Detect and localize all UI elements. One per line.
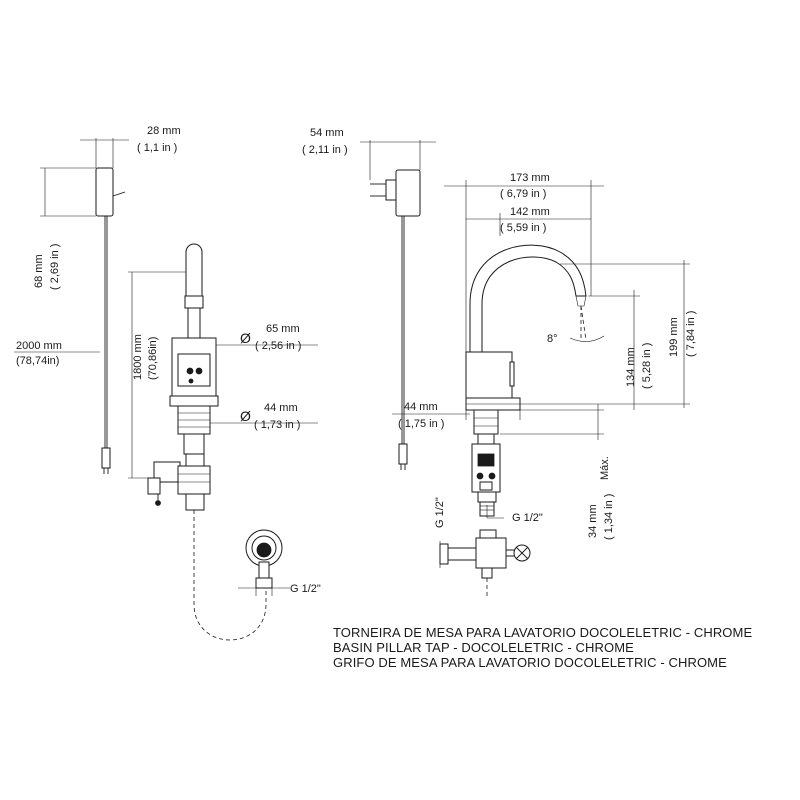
body-diameter-dimension: Ø 65 mm ( 2,56 in ) xyxy=(216,323,318,352)
faucet-side-view xyxy=(465,244,587,517)
base-diameter-dimension: Ø 44 mm ( 1,73 in ) xyxy=(210,402,318,431)
caption-spanish: GRIFO DE MESA PARA LAVATORIO DOCOLELETRI… xyxy=(333,655,727,670)
sensor-width-mm: 28 mm xyxy=(147,125,181,137)
thread-side-label: G 1/2" xyxy=(290,583,321,595)
caption-portuguese: TORNEIRA DE MESA PARA LAVATORIO DOCOLELE… xyxy=(333,625,753,640)
sensor-height-in: ( 2,69 in ) xyxy=(49,244,61,290)
tube-length-mm: 1800 mm xyxy=(132,334,144,380)
tube-length-dimension: 1800 mm (70,86in) xyxy=(128,271,186,479)
max-deck-label: Máx. xyxy=(599,456,611,480)
cable-length-dimension: 2000 mm (78,74in) xyxy=(14,340,100,367)
outlet-height-mm: 134 mm xyxy=(625,347,637,387)
spout-angle-dimension: 8° xyxy=(547,305,605,345)
overall-reach-dimension: 173 mm ( 6,79 in ) xyxy=(444,172,604,352)
spout-angle-label: 8° xyxy=(547,333,558,345)
product-caption: TORNEIRA DE MESA PARA LAVATORIO DOCOLELE… xyxy=(333,625,752,670)
overall-reach-in: ( 6,79 in ) xyxy=(500,188,546,200)
max-deck-in: ( 1,34 in ) xyxy=(603,494,615,540)
max-deck-mm: 34 mm xyxy=(587,504,599,538)
overall-height-in: ( 7,84 in ) xyxy=(685,311,697,357)
hose-and-angle-valve: G 1/2" xyxy=(193,510,321,641)
faucet-front-view xyxy=(147,243,219,511)
adapter-width-in: ( 2,11 in ) xyxy=(302,144,348,156)
outlet-height-in: ( 5,28 in ) xyxy=(641,343,653,389)
spout-reach-mm: 142 mm xyxy=(510,206,550,218)
overall-height-mm: 199 mm xyxy=(668,317,680,357)
base-width-mm: 44 mm xyxy=(404,401,438,413)
sensor-width-dimension: 28 mm ( 1,1 in ) xyxy=(80,125,181,168)
tube-length-in: (70,86in) xyxy=(147,337,159,380)
base-diameter-in: ( 1,73 in ) xyxy=(254,419,300,431)
sensor-height-dimension: 68 mm ( 2,69 in ) xyxy=(33,167,96,290)
cable-length-in: (78,74in) xyxy=(16,355,59,367)
base-diameter-mm: 44 mm xyxy=(264,402,298,414)
side-angle-valve xyxy=(439,529,531,596)
sensor-height-mm: 68 mm xyxy=(33,254,45,288)
adapter-width-dimension: 54 mm ( 2,11 in ) xyxy=(302,127,436,180)
spout-reach-in: ( 5,59 in ) xyxy=(500,222,546,234)
body-diameter-symbol: Ø xyxy=(240,330,251,346)
overall-reach-mm: 173 mm xyxy=(510,172,550,184)
max-deck-thickness-dimension: Máx. 34 mm ( 1,34 in ) xyxy=(500,404,615,540)
base-width-in: ( 1,75 in ) xyxy=(398,418,444,430)
spout-reach-dimension: 142 mm ( 5,59 in ) xyxy=(466,206,591,236)
sensor-module xyxy=(95,167,126,474)
cable-length-mm: 2000 mm xyxy=(16,340,62,352)
power-adapter xyxy=(370,169,421,470)
thread-valve-label: G 1/2" xyxy=(434,497,446,528)
outlet-height-dimension: 134 mm ( 5,28 in ) xyxy=(588,290,653,410)
thread-front-label: G 1/2" xyxy=(512,512,543,524)
caption-english: BASIN PILLAR TAP - DOCOLELETRIC - CHROME xyxy=(333,640,634,655)
adapter-width-mm: 54 mm xyxy=(310,127,344,139)
body-diameter-in: ( 2,56 in ) xyxy=(255,340,301,352)
sensor-width-in: ( 1,1 in ) xyxy=(137,142,177,154)
base-width-dimension: 44 mm ( 1,75 in ) xyxy=(392,401,521,430)
thread-front-dimension: G 1/2" xyxy=(486,505,543,524)
overall-height-dimension: 199 mm ( 7,84 in ) xyxy=(520,260,697,408)
base-diameter-symbol: Ø xyxy=(240,408,251,424)
thread-valve-dimension: G 1/2" xyxy=(434,497,446,568)
body-diameter-mm: 65 mm xyxy=(266,323,300,335)
